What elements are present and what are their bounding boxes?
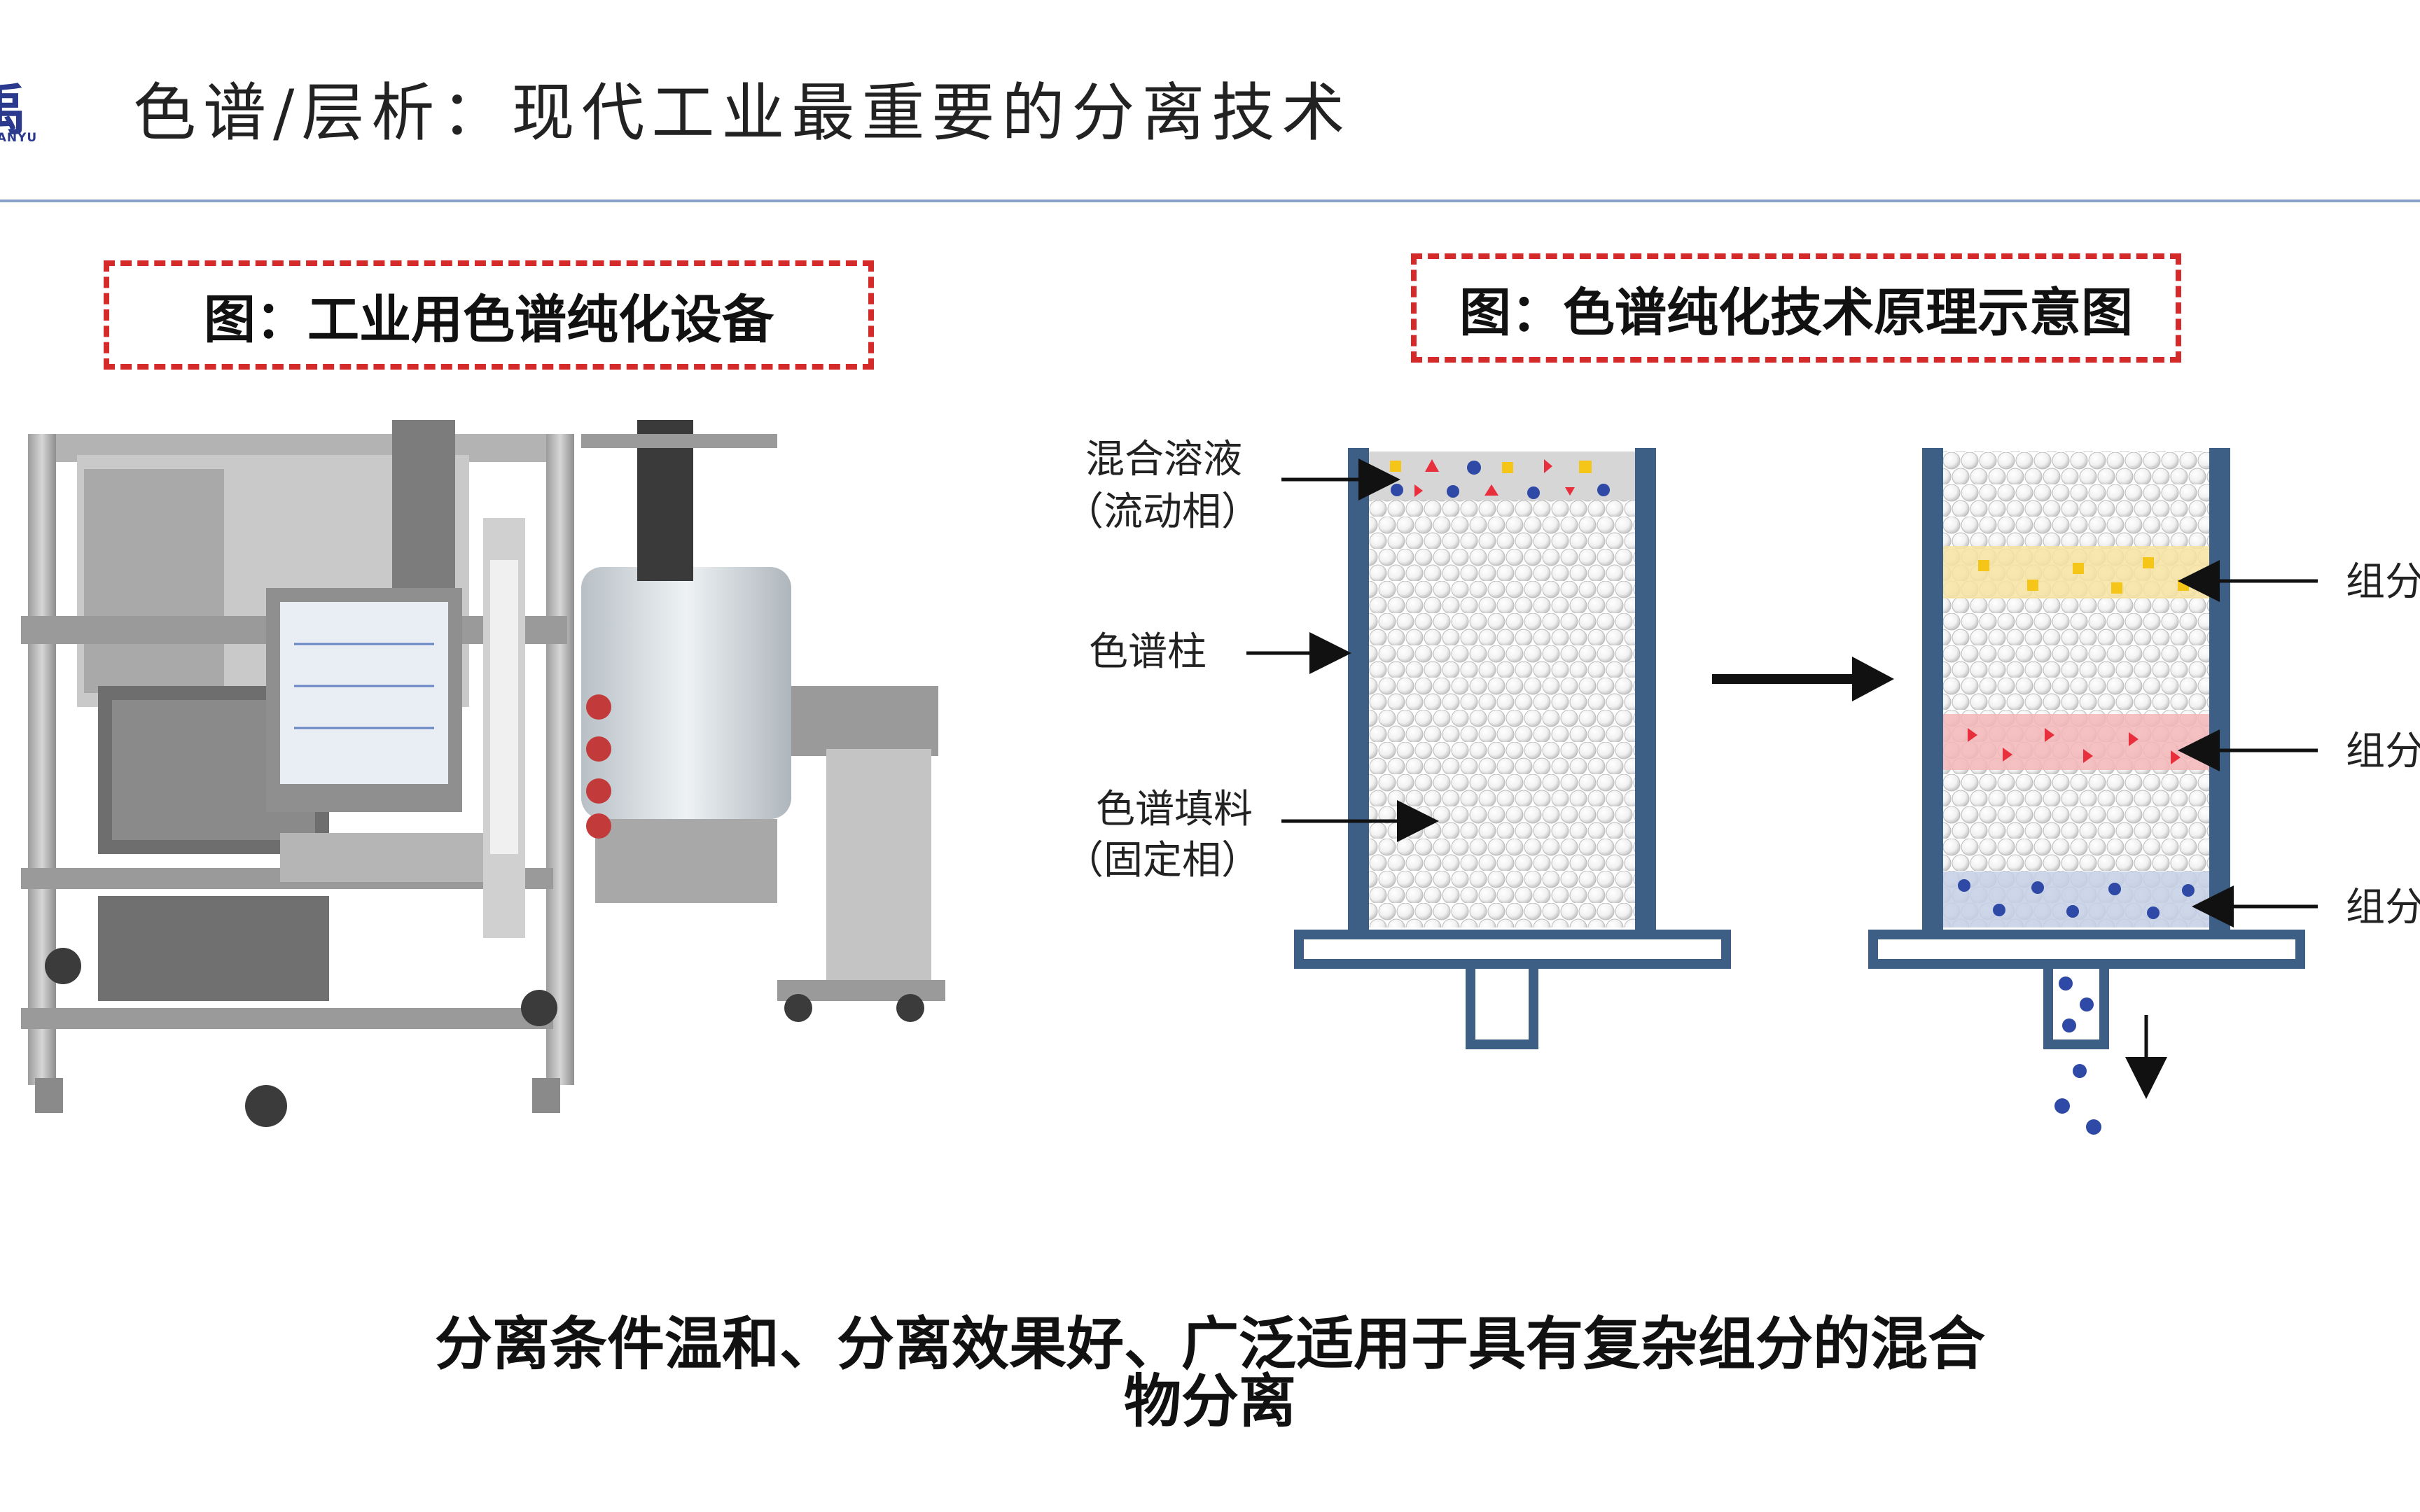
equipment-figure-caption: 图：工业用色谱纯化设备: [104, 260, 874, 370]
page-title: 色谱/层析：现代工业最重要的分离技术: [133, 76, 1352, 150]
logo-subtitle: QUANYU: [0, 131, 38, 145]
conclusion-line-2: 物分离: [1123, 1368, 1296, 1435]
label-component-c: 组分C: [2346, 885, 2420, 930]
logo-mark: 禹: [0, 66, 27, 145]
header-divider: [0, 200, 2420, 202]
chromatography-equipment-image: [21, 420, 945, 1127]
column-before: [1294, 448, 1731, 1049]
principle-figure-caption: 图：色谱纯化技术原理示意图: [1411, 253, 2181, 363]
label-stationary-phase: （固定相）: [1064, 838, 1260, 883]
company-logo: 禹 QUANYU: [0, 66, 63, 150]
conclusion-text: 分离条件温和、分离效果好、广泛适用于具有复杂组分的混合 物分离: [0, 1316, 2420, 1431]
chromatography-principle-diagram: 混合溶液 （流动相） 色谱柱 色谱填料 （固定相）: [1064, 437, 2420, 1135]
label-column: 色谱柱: [1089, 629, 1206, 675]
label-mixed-solution: 混合溶液: [1085, 437, 1242, 482]
label-mobile-phase: （流动相）: [1064, 489, 1260, 535]
column-after: [1868, 448, 2305, 1135]
label-component-a: 组分A: [2346, 559, 2420, 605]
label-component-b: 组分B: [2346, 729, 2420, 774]
conclusion-line-1: 分离条件温和、分离效果好、广泛适用于具有复杂组分的混合: [434, 1311, 1985, 1378]
label-packing: 色谱填料: [1096, 787, 1253, 832]
